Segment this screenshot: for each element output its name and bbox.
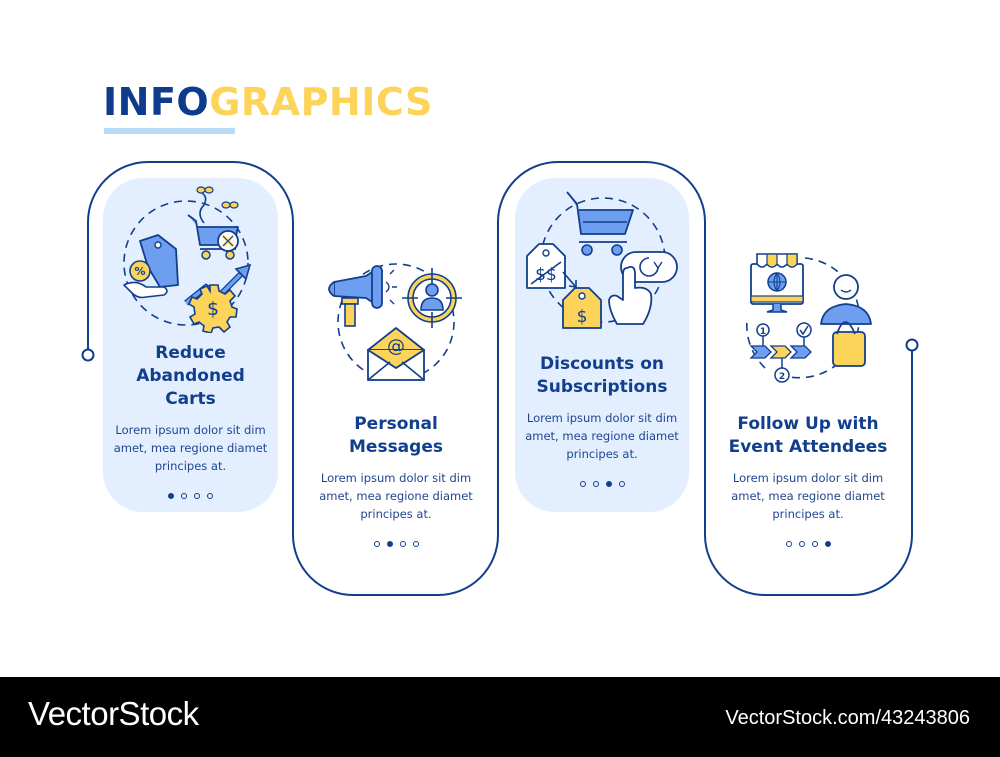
pagination-dots [298,541,494,547]
connector-outline [81,161,919,596]
dot-icon [373,541,380,547]
page-title: INFOGRAPHICS [103,82,433,122]
pagination-dots [708,541,908,547]
card-title: Follow Up with Event Attendees [708,413,908,459]
dot-icon [194,493,200,499]
card-description: Lorem ipsum dolor sit dim amet, mea regi… [298,469,494,523]
watermark-footer: VectorStock VectorStock.com/43243806 [0,677,1000,757]
card-title-line: Discounts on [540,354,664,374]
dot-icon [207,493,213,499]
title-part-info: INFO [103,80,210,124]
svg-text:1: 1 [760,327,766,337]
card-discounts-on-subscriptions: Discounts on Subscriptions Lorem ipsum d… [515,353,689,487]
dot-icon [785,541,792,547]
card-description-line: principes at. [360,507,432,521]
svg-text:@: @ [387,336,405,357]
card-description-line: Lorem ipsum dolor sit dim [320,471,472,485]
card-description-line: Lorem ipsum dolor sit dim [526,411,678,425]
card-title-line: Carts [165,389,216,409]
personal-messages-icon: @ [328,263,462,381]
svg-text:%: % [134,265,145,278]
card-description-line: amet, mea regione diamet [525,429,679,443]
card-description-line: amet, mea regione diamet [319,489,473,503]
start-node-icon [81,348,95,362]
vectorstock-url: VectorStock.com/43243806 [725,707,970,729]
card-description: Lorem ipsum dolor sit dim amet, mea regi… [103,421,278,475]
card-title-line: Abandoned [136,366,245,386]
card-description-line: amet, mea regione diamet [731,489,885,503]
dot-icon [798,541,805,547]
subscription-discount-icon: $$ $ [526,191,678,329]
card-description-line: principes at. [772,507,844,521]
card-description-line: Lorem ipsum dolor sit dim [732,471,884,485]
dot-icon [168,493,174,499]
event-followup-icon: 1 2 [746,253,872,383]
card-title: Reduce Abandoned Carts [103,342,278,411]
pagination-dots [515,481,689,487]
card-description-line: principes at. [154,459,227,473]
pagination-dots [103,493,278,499]
dot-icon [618,481,625,487]
title-part-graphics: GRAPHICS [209,80,433,124]
card-title-line: Follow Up with [737,414,879,434]
dot-icon [824,541,831,547]
card-title: Personal Messages [298,413,494,459]
card-title-line: Event Attendees [728,437,888,457]
abandoned-cart-icon: % $ [123,186,252,333]
card-title: Discounts on Subscriptions [515,353,689,399]
card-description: Lorem ipsum dolor sit dim amet, mea regi… [708,469,908,523]
card-personal-messages: Personal Messages Lorem ipsum dolor sit … [298,413,494,547]
svg-text:$: $ [577,307,588,327]
dot-icon [181,493,187,499]
dot-icon [605,481,612,487]
dot-icon [811,541,818,547]
svg-text:$: $ [207,298,219,320]
dot-icon [592,481,599,487]
dot-icon [412,541,419,547]
dot-icon [579,481,586,487]
card-title-line: Personal [354,414,438,434]
card-description: Lorem ipsum dolor sit dim amet, mea regi… [515,409,689,463]
card-description-line: principes at. [566,447,638,461]
end-node-icon [905,338,919,352]
infographic-canvas: INFOGRAPHICS % [81,82,919,596]
card-description-line: Lorem ipsum dolor sit dim [115,423,266,437]
card-reduce-abandoned-carts: Reduce Abandoned Carts Lorem ipsum dolor… [103,342,278,499]
svg-text:2: 2 [779,372,785,382]
title-underline [104,128,235,134]
card-title-line: Subscriptions [536,377,668,397]
vectorstock-logo: VectorStock [28,695,199,732]
card-description-line: amet, mea regione diamet [113,441,268,455]
card-follow-up-event-attendees: Follow Up with Event Attendees Lorem ips… [708,413,908,547]
dot-icon [386,541,393,547]
dot-icon [399,541,406,547]
card-title-line: Reduce [155,343,226,363]
card-title-line: Messages [349,437,443,457]
